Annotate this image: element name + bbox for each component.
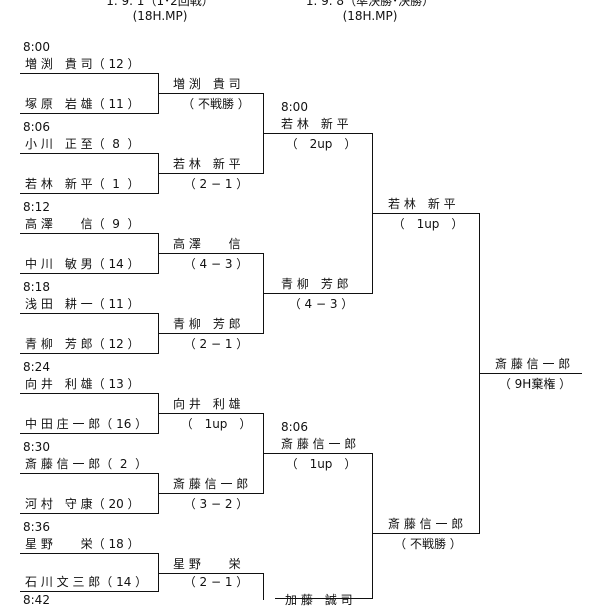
bracket-line bbox=[382, 533, 479, 534]
round2-winner: 青 柳 芳 郎 bbox=[173, 317, 241, 331]
tee-time: 8:06 bbox=[281, 420, 308, 434]
tee-time: 8:00 bbox=[23, 40, 50, 54]
bracket-line bbox=[158, 93, 170, 94]
bracket-line bbox=[372, 213, 382, 214]
bracket-line bbox=[263, 573, 264, 600]
bracket-line bbox=[170, 93, 263, 94]
bracket-line bbox=[170, 173, 263, 174]
bracket-line bbox=[20, 153, 158, 154]
round1-date: 1. 9. 1（1･2回戦） bbox=[106, 0, 214, 8]
player-entry: 増 渕 貴 司（ 12 ） bbox=[25, 57, 140, 71]
bracket-line bbox=[158, 413, 170, 414]
round2-result: （ 不戦勝 ） bbox=[182, 97, 250, 111]
bracket-line bbox=[20, 233, 158, 234]
bracket-line bbox=[275, 453, 372, 454]
semifinal-result: （ 1up ） bbox=[392, 217, 464, 231]
bracket-line bbox=[170, 493, 263, 494]
semifinal-winner: 若 林 新 平 bbox=[388, 197, 456, 211]
tee-time: 8:36 bbox=[23, 520, 50, 534]
bracket-line bbox=[382, 213, 479, 214]
bracket-line bbox=[170, 333, 263, 334]
round2-winner: 星 野 栄 bbox=[173, 557, 241, 571]
player-entry: 青 柳 芳 郎（ 12 ） bbox=[25, 337, 140, 351]
round2-winner: 斎 藤 信 一 郎 bbox=[173, 477, 249, 491]
bracket-line bbox=[20, 73, 158, 74]
bracket-line bbox=[20, 393, 158, 394]
round2-result: （ 2 − 1 ） bbox=[183, 575, 249, 589]
bracket-line bbox=[158, 253, 170, 254]
bracket-line bbox=[263, 293, 275, 294]
player-entry: 小 川 正 至（ 8 ） bbox=[25, 137, 140, 151]
tee-time: 8:12 bbox=[23, 200, 50, 214]
round2-result: （ 4 − 3 ） bbox=[183, 257, 249, 271]
round2-format: (18H.MP) bbox=[342, 9, 398, 23]
round3-result: （ 1up ） bbox=[285, 457, 357, 471]
bracket-line bbox=[158, 573, 170, 574]
round1-format: (18H.MP) bbox=[132, 9, 188, 23]
round3-winner: 若 林 新 平 bbox=[281, 117, 349, 131]
player-entry: 向 井 利 雄（ 13 ） bbox=[25, 377, 140, 391]
bracket-line bbox=[489, 373, 582, 374]
tee-time: 8:06 bbox=[23, 120, 50, 134]
player-entry: 塚 原 岩 雄（ 11 ） bbox=[25, 97, 140, 111]
tee-time: 8:30 bbox=[23, 440, 50, 454]
semifinal-result: （ 不戦勝 ） bbox=[394, 537, 462, 551]
round3-result: （ 2up ） bbox=[285, 137, 357, 151]
player-entry: 高 澤 信（ 9 ） bbox=[25, 217, 140, 231]
player-entry: 斎 藤 信 一 郎（ 2 ） bbox=[25, 457, 148, 471]
round2-result: （ 1up ） bbox=[180, 417, 252, 431]
player-entry: 中 川 敏 男（ 14 ） bbox=[25, 257, 140, 271]
player-entry: 河 村 守 康（ 20 ） bbox=[25, 497, 140, 511]
round2-result: （ 3 − 2 ） bbox=[183, 497, 249, 511]
player-entry: 中 田 庄 一 郎（ 16 ） bbox=[25, 417, 148, 431]
bracket-line bbox=[479, 373, 489, 374]
bracket-line bbox=[275, 133, 372, 134]
semifinal-winner: 斎 藤 信 一 郎 bbox=[388, 517, 464, 531]
bracket-line bbox=[158, 493, 170, 494]
champion-name: 斎 藤 信 一 郎 bbox=[495, 357, 571, 371]
bracket-line bbox=[372, 533, 382, 534]
bracket-line bbox=[20, 591, 158, 592]
bracket-line bbox=[20, 353, 158, 354]
round3-winner: 斎 藤 信 一 郎 bbox=[281, 437, 357, 451]
bracket-line bbox=[263, 453, 275, 454]
bracket-line bbox=[158, 333, 170, 334]
bracket-line bbox=[275, 598, 372, 599]
round2-result: （ 2 − 1 ） bbox=[183, 337, 249, 351]
player-entry: 石 川 文 三 郎（ 14 ） bbox=[25, 575, 148, 589]
round3-result: （ 4 − 3 ） bbox=[288, 297, 354, 311]
bracket-line bbox=[20, 473, 158, 474]
round2-winner: 向 井 利 雄 bbox=[173, 397, 241, 411]
round2-winner: 増 渕 貴 司 bbox=[173, 77, 241, 91]
bracket-line bbox=[20, 193, 158, 194]
round2-date: 1. 9. 8（準決勝･決勝） bbox=[305, 0, 435, 8]
bracket-line bbox=[20, 513, 158, 514]
final-result: （ 9H棄権 ） bbox=[498, 377, 572, 391]
round2-winner: 加 藤 誠 司 bbox=[285, 593, 353, 607]
round3-winner: 青 柳 芳 郎 bbox=[281, 277, 349, 291]
bracket-line bbox=[158, 553, 159, 592]
round2-winner: 若 林 新 平 bbox=[173, 157, 241, 171]
bracket-line bbox=[372, 453, 373, 599]
bracket-line bbox=[263, 133, 275, 134]
player-entry: 星 野 栄（ 18 ） bbox=[25, 537, 140, 551]
bracket-line bbox=[20, 553, 158, 554]
bracket-line bbox=[158, 173, 170, 174]
bracket-line bbox=[20, 273, 158, 274]
bracket-line bbox=[275, 293, 372, 294]
player-entry: 若 林 新 平（ 1 ） bbox=[25, 177, 140, 191]
bracket-line bbox=[20, 113, 158, 114]
bracket-line bbox=[170, 413, 263, 414]
tee-time: 8:24 bbox=[23, 360, 50, 374]
tee-time: 8:42 bbox=[23, 593, 50, 607]
round2-result: （ 2 − 1 ） bbox=[183, 177, 249, 191]
tee-time: 8:00 bbox=[281, 100, 308, 114]
bracket-line bbox=[20, 433, 158, 434]
round2-winner: 高 澤 信 bbox=[173, 237, 241, 251]
tee-time: 8:18 bbox=[23, 280, 50, 294]
bracket-line bbox=[170, 573, 263, 574]
player-entry: 浅 田 耕 一（ 11 ） bbox=[25, 297, 140, 311]
bracket-line bbox=[170, 253, 263, 254]
bracket-line bbox=[20, 313, 158, 314]
